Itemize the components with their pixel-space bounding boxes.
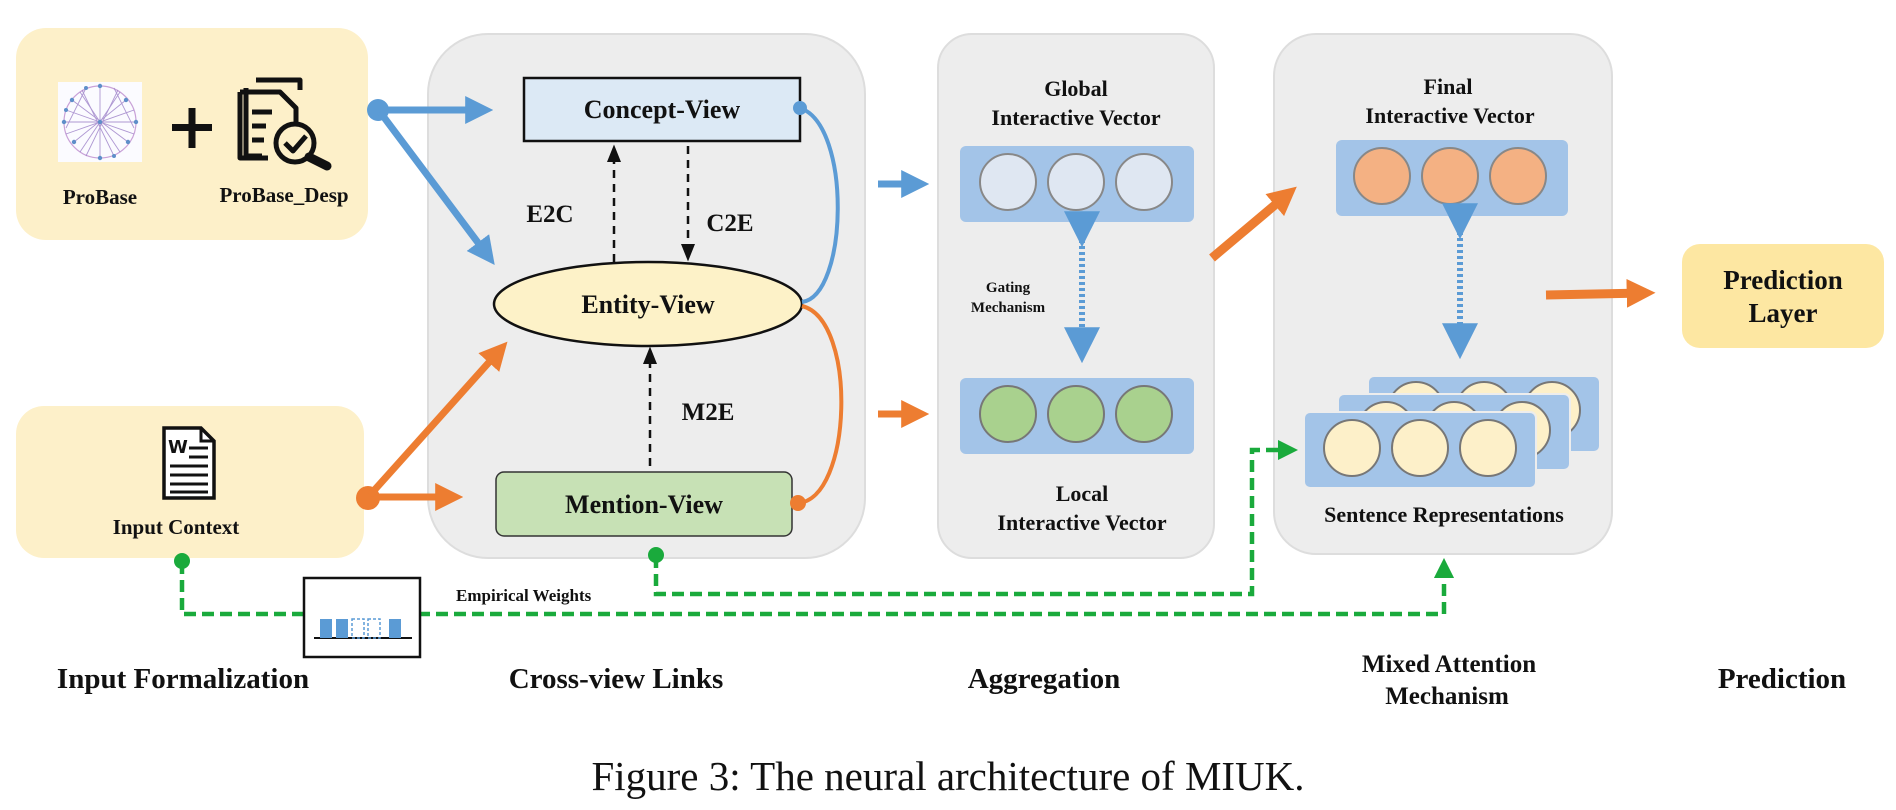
stage-input-formalization: Input Formalization (57, 663, 309, 695)
probase-label: ProBase (63, 185, 137, 209)
c2e-label: C2E (706, 210, 753, 237)
empirical-weights-route-main (179, 557, 1455, 617)
local-vector-title-line2: Interactive Vector (997, 510, 1166, 535)
input-context-label: Input Context (113, 515, 240, 539)
e2c-label: E2C (526, 201, 573, 228)
stage-aggregation: Aggregation (968, 663, 1121, 695)
global-vector-unit (979, 153, 1037, 211)
local-vector-title-line1: Local (1056, 481, 1109, 506)
local-vector-unit (979, 385, 1037, 443)
final-vector-title-line2: Interactive Vector (1365, 103, 1534, 128)
prediction-layer-line2: Layer (1749, 298, 1818, 328)
gating-label-line1: Gating (986, 280, 1031, 296)
entity-view-ellipse (492, 260, 804, 348)
architecture-diagram: W ProBase ProBase_Desp Input Context Con… (16, 28, 1884, 710)
prediction-layer-line1: Prediction (1723, 265, 1842, 295)
mention-view-label: Mention-View (565, 490, 723, 519)
context-to-entity-arrow (367, 341, 508, 498)
stage-prediction: Prediction (1718, 663, 1846, 695)
entity-view-label: Entity-View (581, 290, 715, 319)
stage-mixed-attention-line2: Mechanism (1385, 683, 1509, 710)
gating-label-line2: Mechanism (971, 300, 1046, 316)
empirical-weights-label: Empirical Weights (456, 586, 592, 605)
concept-entity-curve (799, 106, 840, 304)
stage-mixed-attention-line1: Mixed Attention (1362, 651, 1536, 678)
global-vector-title-line2: Interactive Vector (991, 105, 1160, 130)
stage-cross-view-links: Cross-view Links (509, 663, 724, 695)
final-vector-unit (1353, 147, 1411, 205)
empirical-weights-chart-icon (302, 576, 422, 659)
probase-graph-icon (58, 82, 142, 162)
final-vector-unit (1421, 147, 1479, 205)
knowledge-to-entity-arrow (377, 109, 495, 265)
mention-weights-dot (648, 547, 664, 563)
prediction-layer-box (1682, 244, 1884, 348)
concept-connector-dot (793, 101, 807, 115)
sentence-representations-label: Sentence Representations (1324, 502, 1564, 527)
final-to-prediction-arrow (1545, 278, 1656, 308)
concept-view-label: Concept-View (584, 95, 741, 124)
m2e-label: M2E (682, 399, 735, 426)
mention-connector-dot (790, 495, 806, 511)
figure-caption: Figure 3: The neural architecture of MIU… (591, 753, 1305, 799)
local-vector-unit (1047, 385, 1105, 443)
final-vector-unit (1489, 147, 1547, 205)
local-vector-unit (1115, 385, 1173, 443)
plus-icon (172, 108, 212, 148)
sentence-representation-stack (1303, 375, 1601, 489)
aggregation-to-final-arrow (1209, 186, 1297, 262)
concept-view-box (522, 76, 802, 143)
word-document-icon: W (162, 426, 216, 500)
context-weights-dot (174, 553, 190, 569)
empirical-weights-route-sentence (653, 439, 1299, 597)
svg-text:W: W (168, 437, 188, 458)
final-vector-title-line1: Final (1424, 74, 1473, 99)
entity-mention-curve (797, 304, 844, 505)
global-vector-title-line1: Global (1044, 76, 1108, 101)
global-vector-unit (1047, 153, 1105, 211)
global-vector-unit (1115, 153, 1173, 211)
probase-desp-label: ProBase_Desp (219, 183, 348, 207)
document-check-icon (237, 77, 332, 171)
